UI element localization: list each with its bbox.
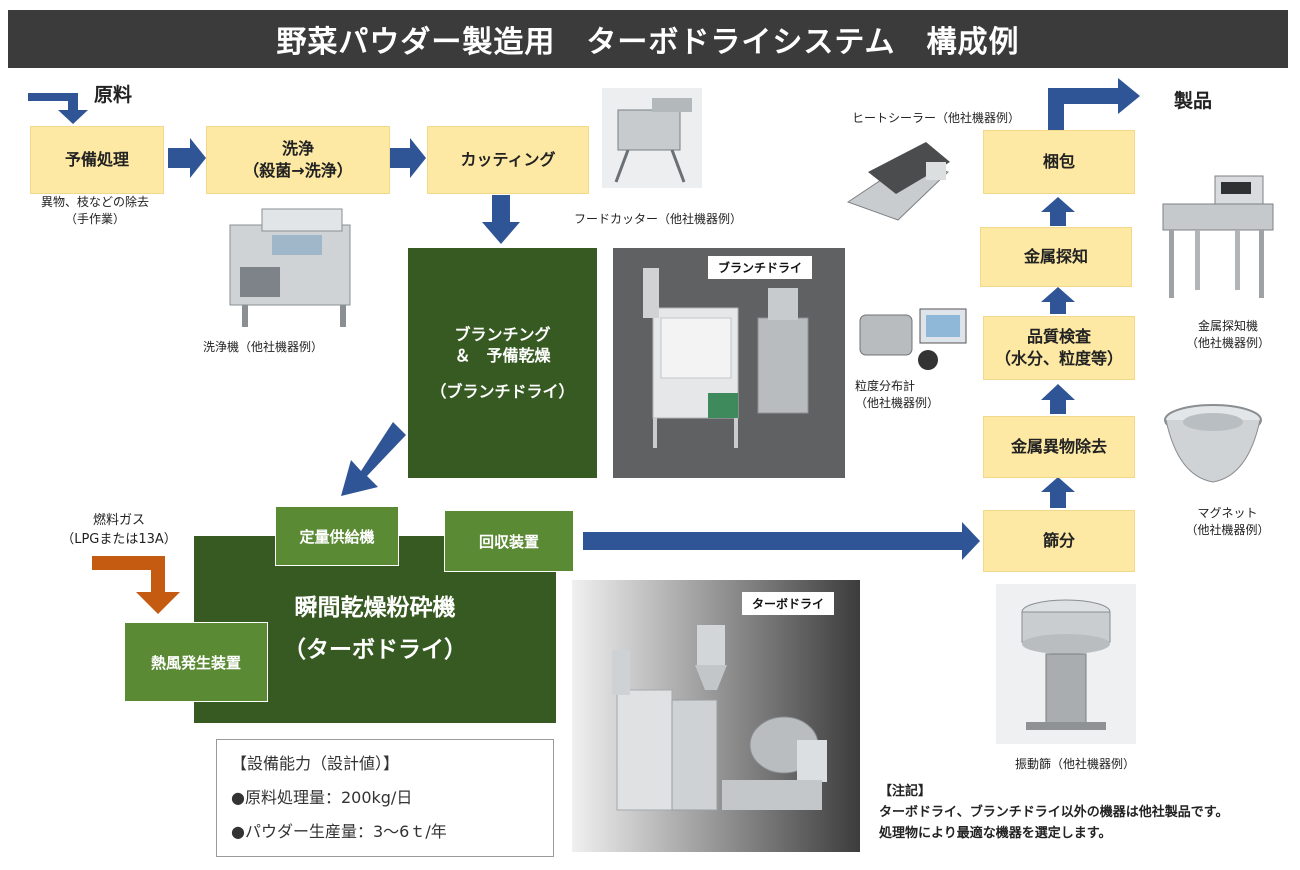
magnet-caption-2: （他社機器例）	[1185, 523, 1270, 538]
cutting-label: カッティング	[460, 150, 556, 170]
note-line-1: ターボドライ、ブランチドライ以外の機器は他社製品です。	[879, 804, 1229, 820]
arrow-sieve-metalremoval	[1041, 477, 1075, 508]
preprocess-note: 異物、枝などの除去 （手作業）	[20, 194, 170, 229]
arrow-preprocess-wash	[168, 138, 206, 178]
hot-air-generator-box: 熱風発生装置	[124, 622, 268, 702]
note-line-2: 処理物により最適な機器を選定します。	[879, 825, 1112, 841]
vibro-sieve-caption: 振動篩（他社機器例）	[1014, 757, 1135, 771]
heat-sealer-image	[846, 142, 950, 221]
preprocess-label: 予備処理	[64, 150, 129, 170]
fuel-gas-label-1: 燃料ガス	[92, 513, 145, 528]
heat-sealer-caption: ヒートシーラー（他社機器例）	[851, 111, 1020, 125]
note-block: 【注記】 ターボドライ、ブランチドライ以外の機器は他社製品です。 処理物により最…	[879, 782, 1228, 844]
blanch-dry-box: ブランチング ＆ 予備乾燥 （ブランチドライ）	[408, 248, 597, 478]
particle-caption-1: 粒度分布計	[855, 379, 916, 393]
blanch-label-1: ブランチング	[454, 324, 551, 344]
turbo-label-1: 瞬間乾燥粉砕機	[294, 595, 456, 622]
fuel-gas-label-2: （LPGまたは13A）	[61, 531, 177, 547]
metal-removal-box: 金属異物除去	[983, 416, 1135, 478]
arrow-collector-sieve	[583, 522, 980, 560]
metal-detector-caption-1: 金属探知機	[1197, 319, 1258, 333]
magnet-image	[1164, 404, 1262, 483]
preprocess-note-1: 異物、枝などの除去	[40, 195, 149, 209]
note-heading: 【注記】	[879, 784, 932, 799]
vibro-sieve-image	[1021, 599, 1111, 730]
particle-analyzer-caption: 粒度分布計 （他社機器例）	[855, 378, 939, 413]
wash-box: 洗浄 （殺菌→洗浄）	[206, 126, 390, 194]
arrow-metaldetect-packing	[1041, 197, 1075, 226]
metal-detector-caption-2: （他社機器例）	[1185, 336, 1270, 351]
blanch-photo-tag: ブランチドライ	[708, 256, 813, 279]
turbo-label-2: （ターボドライ）	[283, 636, 467, 663]
turbo-dry-machine-image	[612, 625, 827, 811]
particle-caption-2: （他社機器例）	[855, 396, 940, 411]
product-label: 製品	[1174, 90, 1213, 112]
preprocess-note-2: （手作業）	[64, 212, 125, 227]
spec-heading: 【設備能力（設計値）】	[231, 754, 400, 773]
arrow-quality-metaldetect	[1041, 287, 1075, 314]
raw-material-label: 原料	[94, 84, 133, 106]
sieve-box: 篩分	[983, 510, 1135, 572]
wash-sub-label: （殺菌→洗浄）	[243, 161, 353, 180]
metal-detector-image	[1162, 175, 1274, 298]
magnet-caption-1: マグネット	[1197, 506, 1258, 520]
magnet-caption: マグネット （他社機器例）	[1175, 505, 1280, 540]
blanch-label-3: （ブランチドライ）	[430, 381, 575, 401]
quality-check-box: 品質検査 （水分、粒度等）	[983, 316, 1135, 380]
collector-box: 回収装置	[444, 510, 574, 572]
spec-box: 【設備能力（設計値）】 ●原料処理量：200kg/日 ●パウダー生産量：3〜6ｔ…	[216, 739, 554, 857]
spec-line-2: ●パウダー生産量：3〜6ｔ/年	[231, 822, 447, 841]
turbo-dry-photo: ターボドライ	[572, 580, 860, 852]
feeder-box: 定量供給機	[275, 506, 399, 566]
metal-detect-box: 金属探知	[980, 227, 1132, 287]
metal-detector-caption: 金属探知機 （他社機器例）	[1178, 318, 1278, 353]
washer-image	[229, 208, 351, 327]
turbo-photo-tag: ターボドライ	[742, 592, 835, 615]
raw-material-arrow	[28, 93, 88, 124]
vibro-sieve-photo	[996, 584, 1136, 744]
cutting-box: カッティング	[427, 126, 589, 194]
preprocess-box: 予備処理	[30, 126, 164, 194]
washer-caption: 洗浄機（他社機器例）	[202, 340, 323, 354]
blanch-label-2: ＆ 予備乾燥	[454, 346, 551, 366]
blanch-dry-photo: ブランチドライ	[613, 248, 845, 478]
arrow-packing-product	[1048, 78, 1140, 130]
food-cutter-image	[602, 88, 702, 188]
arrow-metalremoval-quality	[1041, 384, 1075, 414]
fuel-gas-label: 燃料ガス （LPGまたは13A）	[52, 512, 186, 550]
packing-box: 梱包	[983, 130, 1135, 194]
quality-label-1: 品質検査	[1026, 327, 1091, 347]
quality-label-2: （水分、粒度等）	[994, 349, 1123, 368]
food-cutter-caption: フードカッター（他社機器例）	[573, 212, 742, 226]
arrow-wash-cutting	[390, 138, 426, 178]
particle-analyzer-image	[859, 308, 967, 370]
blanch-dry-machine-image	[643, 268, 809, 448]
page-title: 野菜パウダー製造用 ターボドライシステム 構成例	[8, 10, 1288, 68]
fuel-gas-arrow	[92, 556, 180, 614]
arrow-blanch-turbo	[341, 422, 406, 496]
spec-line-1: ●原料処理量：200kg/日	[231, 788, 413, 807]
arrow-cutting-blanch	[482, 195, 520, 244]
wash-label: 洗浄	[281, 139, 314, 159]
